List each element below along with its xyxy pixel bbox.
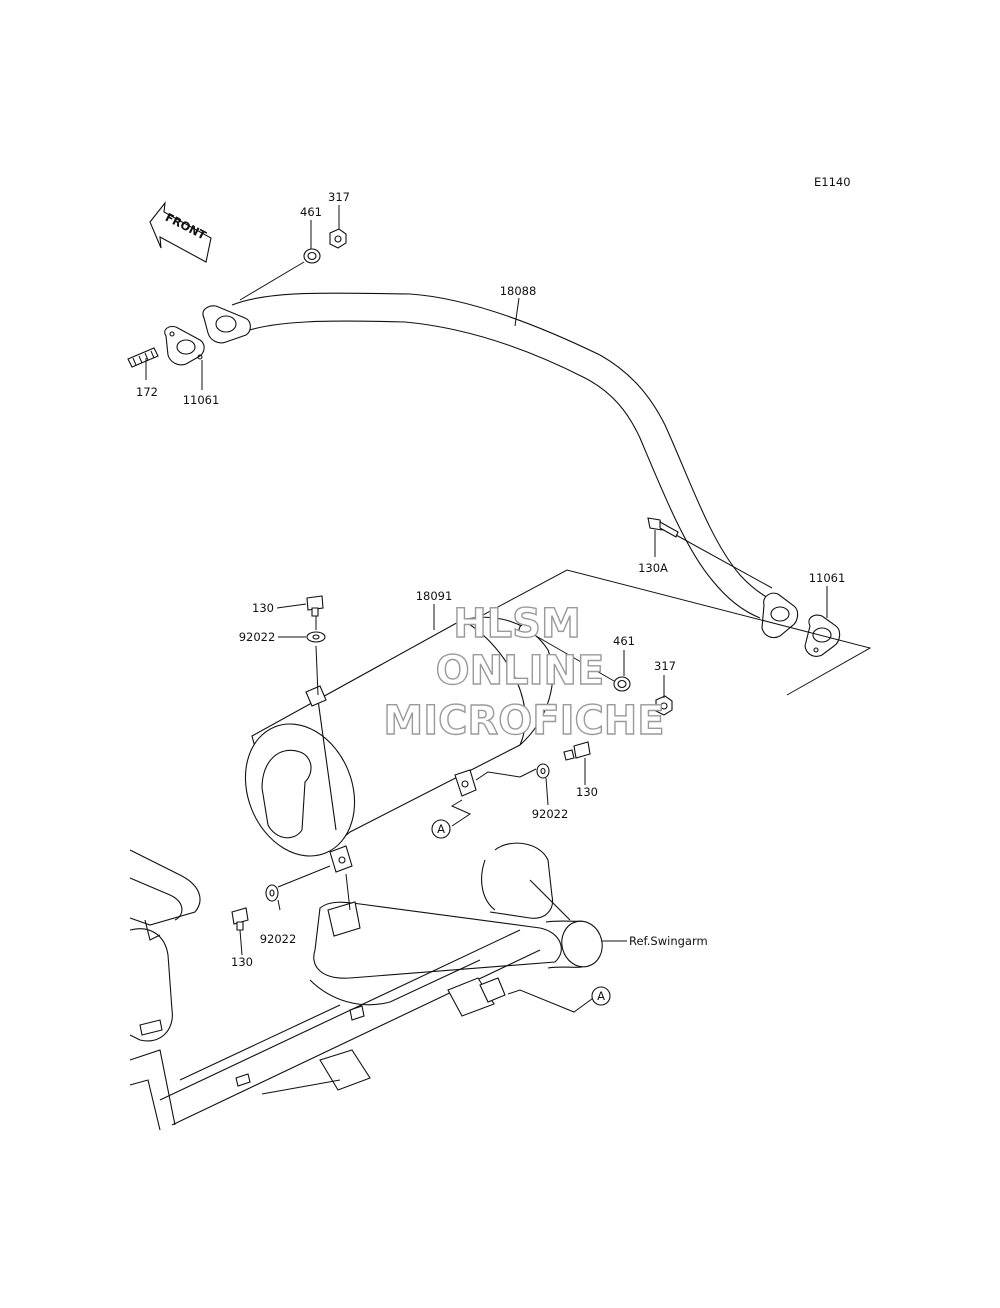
gasket-11061-left xyxy=(164,326,205,366)
washer-92022-bottom xyxy=(265,884,279,902)
diagram-code: E1140 xyxy=(814,175,851,189)
callout-130a: 130A xyxy=(638,561,668,575)
callout-ref-swingarm: Ref.Swingarm xyxy=(629,934,708,948)
watermark-line-3: MICROFICHE xyxy=(383,698,664,744)
callout-130-top: 130 xyxy=(252,601,274,615)
bolt-130a xyxy=(647,517,679,538)
callout-172: 172 xyxy=(136,385,158,399)
callout-11061-left: 11061 xyxy=(183,393,220,407)
reference-marker-a-2: A xyxy=(591,986,611,1006)
callout-130-bottom: 130 xyxy=(231,955,253,969)
reference-marker-a-1: A xyxy=(431,819,451,839)
assembly-outline xyxy=(439,569,872,696)
callout-11061-right: 11061 xyxy=(809,571,846,585)
washer-461-top xyxy=(303,248,321,264)
nut-317-top xyxy=(329,228,347,249)
callout-92022-top: 92022 xyxy=(239,630,276,644)
nut-317-mid xyxy=(655,695,673,716)
front-arrow-icon: FRONT xyxy=(149,201,212,263)
callout-461-top: 461 xyxy=(300,205,322,219)
marker-a-1-label: A xyxy=(437,822,445,836)
marker-a-2-label: A xyxy=(597,989,605,1003)
callout-92022-bottom: 92022 xyxy=(260,932,297,946)
bolt-130-bottom xyxy=(231,907,249,931)
frame-and-swingarm xyxy=(129,842,603,1131)
muffler-18091 xyxy=(244,616,554,873)
callout-461-mid: 461 xyxy=(613,634,635,648)
callout-130-mid: 130 xyxy=(576,785,598,799)
callout-92022-mid: 92022 xyxy=(532,807,569,821)
exhaust-pipe-18088 xyxy=(202,292,799,639)
bolt-130-top xyxy=(306,595,324,617)
leader-lines xyxy=(145,205,828,1013)
washer-92022-mid xyxy=(536,763,550,779)
watermark-line-1: HLSM xyxy=(453,601,581,647)
callout-317-top: 317 xyxy=(328,190,350,204)
watermark: HLSM ONLINE MICROFICHE xyxy=(383,600,666,744)
washer-92022-top xyxy=(306,631,326,643)
stud-bolt-172 xyxy=(127,347,159,368)
callout-18088: 18088 xyxy=(500,284,537,298)
callout-18091: 18091 xyxy=(416,589,453,603)
watermark-line-2: ONLINE xyxy=(436,648,605,694)
callout-317-mid: 317 xyxy=(654,659,676,673)
bolt-130-mid xyxy=(563,741,591,761)
washer-461-mid xyxy=(613,676,631,692)
